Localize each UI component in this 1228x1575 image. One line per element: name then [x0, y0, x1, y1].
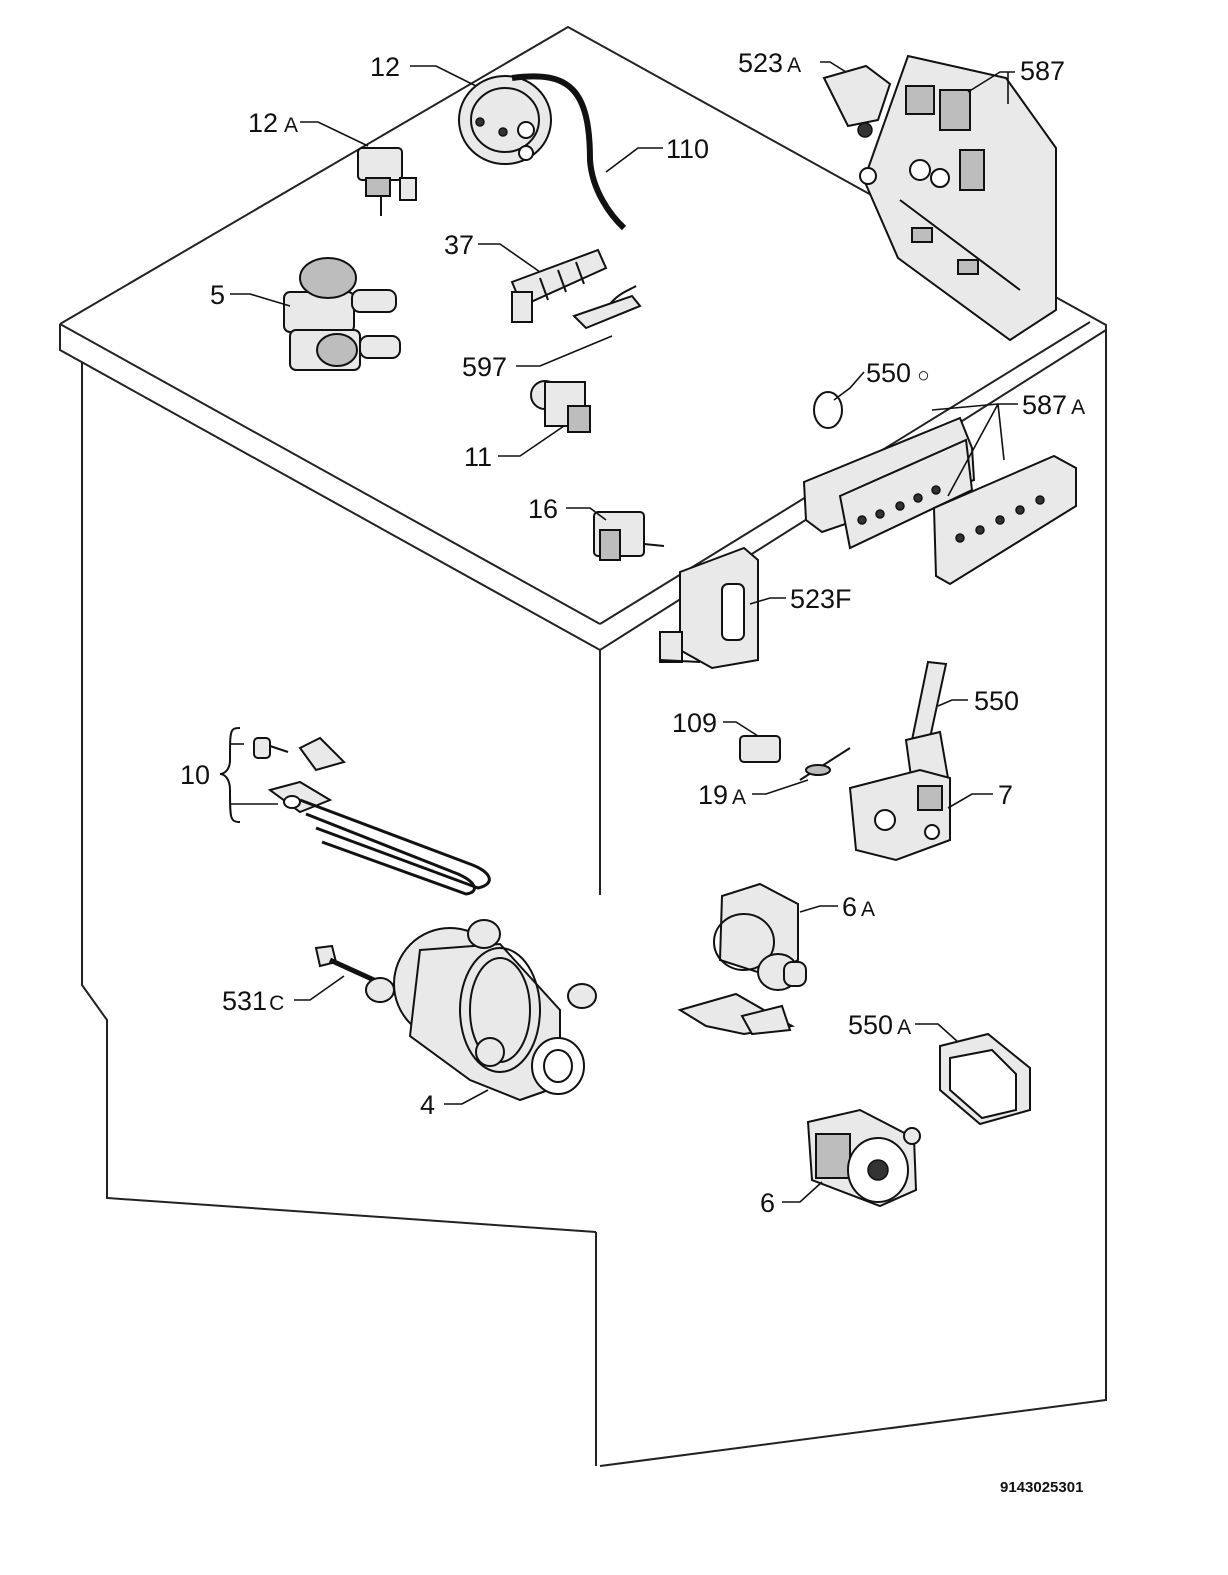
pump-6-drawing [806, 1108, 921, 1208]
bolt-drawing [314, 944, 376, 983]
label-550o: 550○ [866, 358, 930, 388]
cover-550a-drawing [939, 1032, 1031, 1126]
label-10: 10 [180, 760, 210, 790]
pump-6a-drawing [677, 882, 807, 1036]
label-5: 5 [210, 280, 225, 310]
label-12: 12 [370, 52, 400, 82]
door-switch-drawing [593, 511, 665, 561]
label-16: 16 [528, 494, 558, 524]
label-37: 37 [444, 230, 474, 260]
label-597: 597 [462, 352, 507, 382]
door-lock-drawing [848, 660, 951, 862]
clip-drawing [572, 285, 642, 330]
cable-clamp-drawing [822, 64, 892, 138]
level-switch-drawing [357, 147, 417, 216]
pressure-switch-drawing [458, 75, 552, 165]
drain-pump-drawing [365, 919, 597, 1102]
label-523f: 523F [790, 584, 852, 614]
label-7: 7 [998, 780, 1013, 810]
drawing-reference-number: 9143025301 [1000, 1479, 1083, 1496]
label-109: 109 [672, 708, 717, 738]
label-550: 550 [974, 686, 1019, 716]
heating-element-drawing [253, 736, 491, 896]
capacitor-drawing [530, 380, 591, 433]
hose-drawing [511, 73, 627, 231]
connector-block-drawing [510, 248, 608, 323]
label-4: 4 [420, 1090, 435, 1120]
label-11: 11 [464, 442, 492, 472]
electronic-module-drawing [859, 54, 1057, 342]
label-531c: 531C [222, 986, 284, 1016]
bracket-10 [219, 727, 241, 823]
label-110: 110 [666, 134, 709, 164]
light-guide-drawing [739, 735, 781, 763]
seal-ring-drawing [813, 391, 843, 429]
inlet-valve-drawing [283, 257, 401, 371]
thermistor-drawing [799, 747, 851, 781]
label-587: 587 [1020, 56, 1065, 86]
leader-lines [230, 61, 1018, 1203]
knob-housing-drawing [659, 546, 759, 670]
label-6: 6 [760, 1188, 775, 1218]
control-boards-drawing [802, 416, 1077, 586]
